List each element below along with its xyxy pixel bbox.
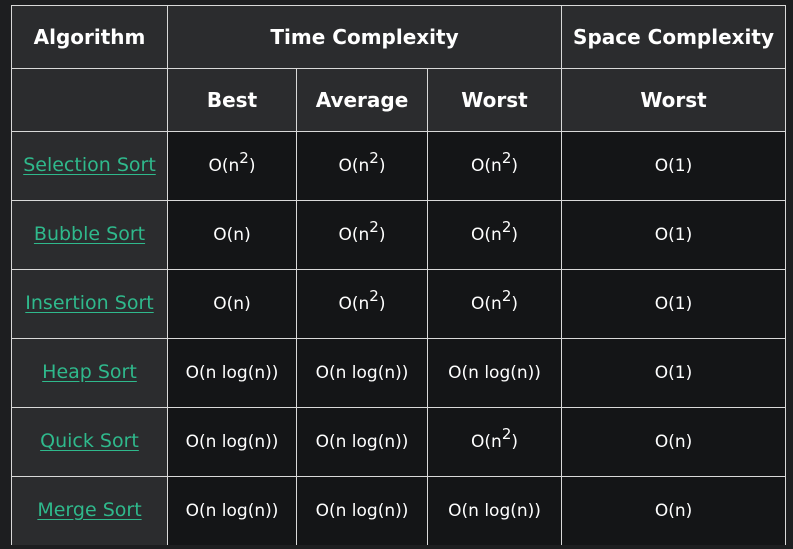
complexity-base: O(n xyxy=(471,156,502,176)
complexity-exponent: 2 xyxy=(501,149,512,167)
algorithm-cell: Bubble Sort xyxy=(11,200,168,270)
header-time-complexity: Time Complexity xyxy=(166,5,563,69)
complexity-exponent: 2 xyxy=(501,425,512,443)
complexity-cell-best: O(n2) xyxy=(167,131,297,201)
complexity-base: O(n) xyxy=(654,501,693,521)
complexity-exponent: 2 xyxy=(369,287,379,305)
complexity-cell-worst: O(n2) xyxy=(426,131,563,201)
complexity-exponent: 2 xyxy=(501,218,512,236)
complexity-tail: ) xyxy=(378,225,386,245)
complexity-base: O(n log(n)) xyxy=(315,363,409,383)
complexity-base: O(n xyxy=(471,432,502,452)
complexity-tail: ) xyxy=(378,294,386,314)
algorithm-link[interactable]: Merge Sort xyxy=(37,499,142,521)
complexity-tail: ) xyxy=(248,156,256,176)
complexity-cell-space: O(1) xyxy=(561,200,787,270)
algorithm-link[interactable]: Heap Sort xyxy=(42,361,137,383)
complexity-cell-space: O(1) xyxy=(561,131,787,201)
complexity-cell-worst: O(n2) xyxy=(426,269,563,339)
complexity-cell-best: O(n) xyxy=(167,269,297,339)
complexity-cell-average: O(n log(n)) xyxy=(296,476,428,545)
header-row-sub: Best Average Worst Worst xyxy=(11,68,787,132)
complexity-base: O(n) xyxy=(213,294,251,314)
complexity-base: O(1) xyxy=(654,225,693,245)
header-space-worst: Worst xyxy=(561,68,787,132)
complexity-base: O(n xyxy=(471,294,502,314)
complexity-base: O(n log(n)) xyxy=(448,501,541,521)
complexity-cell-best: O(n log(n)) xyxy=(167,476,297,545)
complexity-cell-worst: O(n2) xyxy=(426,407,563,477)
complexity-tail: ) xyxy=(511,225,518,245)
complexity-cell-best: O(n log(n)) xyxy=(167,407,297,477)
complexity-cell-average: O(n log(n)) xyxy=(296,338,428,408)
algorithm-cell: Merge Sort xyxy=(11,476,168,545)
complexity-tail: ) xyxy=(378,156,386,176)
complexity-cell-space: O(n) xyxy=(561,407,787,477)
algorithm-link[interactable]: Bubble Sort xyxy=(33,223,146,245)
algorithm-link[interactable]: Quick Sort xyxy=(40,430,139,452)
table-row: Merge Sort O(n log(n)) O(n log(n)) O(n log(… xyxy=(11,476,787,545)
algorithm-cell: Quick Sort xyxy=(11,407,168,477)
sorting-complexity-table: Algorithm Time Complexity Space Complexi… xyxy=(11,5,787,545)
complexity-tail: ) xyxy=(511,156,518,176)
complexity-cell-average: O(n2) xyxy=(296,131,428,201)
complexity-cell-worst: O(n log(n)) xyxy=(426,476,563,545)
complexity-cell-worst: O(n2) xyxy=(426,200,563,270)
complexity-base: O(n log(n)) xyxy=(315,501,409,521)
complexity-base: O(n log(n)) xyxy=(185,363,279,383)
complexity-base: O(n xyxy=(338,156,370,176)
complexity-exponent: 2 xyxy=(239,149,249,167)
complexity-base: O(n log(n)) xyxy=(315,432,409,452)
complexity-base: O(1) xyxy=(654,156,693,176)
complexity-tail: ) xyxy=(511,294,518,314)
complexity-exponent: 2 xyxy=(369,149,379,167)
complexity-cell-worst: O(n log(n)) xyxy=(426,338,563,408)
complexity-tail: ) xyxy=(511,432,518,452)
complexity-cell-average: O(n2) xyxy=(296,269,428,339)
header-average: Average xyxy=(296,68,428,132)
complexity-base: O(n log(n)) xyxy=(185,501,279,521)
complexity-cell-best: O(n log(n)) xyxy=(167,338,297,408)
complexity-base: O(n xyxy=(338,225,370,245)
complexity-cell-space: O(n) xyxy=(561,476,787,545)
header-space-complexity: Space Complexity xyxy=(561,5,787,69)
complexity-cell-space: O(1) xyxy=(561,338,787,408)
header-algorithm: Algorithm xyxy=(11,5,168,69)
table-row: Heap Sort O(n log(n)) O(n log(n)) O(n log(n… xyxy=(11,338,787,408)
header-row-top: Algorithm Time Complexity Space Complexi… xyxy=(11,5,787,69)
complexity-exponent: 2 xyxy=(369,218,379,236)
algorithm-link[interactable]: Insertion Sort xyxy=(25,292,154,314)
complexity-base: O(n xyxy=(471,225,502,245)
algorithm-cell: Selection Sort xyxy=(11,131,168,201)
algorithm-link[interactable]: Selection Sort xyxy=(23,154,156,176)
complexity-cell-average: O(n2) xyxy=(296,200,428,270)
header-best: Best xyxy=(167,68,297,132)
complexity-base: O(1) xyxy=(654,294,693,314)
header-worst: Worst xyxy=(426,68,563,132)
complexity-base: O(n xyxy=(338,294,370,314)
header-empty xyxy=(11,68,168,132)
complexity-cell-average: O(n log(n)) xyxy=(296,407,428,477)
complexity-exponent: 2 xyxy=(501,287,512,305)
complexity-base: O(n log(n)) xyxy=(185,432,279,452)
complexity-cell-best: O(n) xyxy=(167,200,297,270)
algorithm-cell: Heap Sort xyxy=(11,338,168,408)
complexity-base: O(1) xyxy=(654,363,693,383)
algorithm-cell: Insertion Sort xyxy=(11,269,168,339)
complexity-base: O(n) xyxy=(213,225,251,245)
complexity-base: O(n log(n)) xyxy=(448,363,541,383)
complexity-base: O(n) xyxy=(654,432,693,452)
complexity-cell-space: O(1) xyxy=(561,269,787,339)
complexity-base: O(n xyxy=(208,156,240,176)
